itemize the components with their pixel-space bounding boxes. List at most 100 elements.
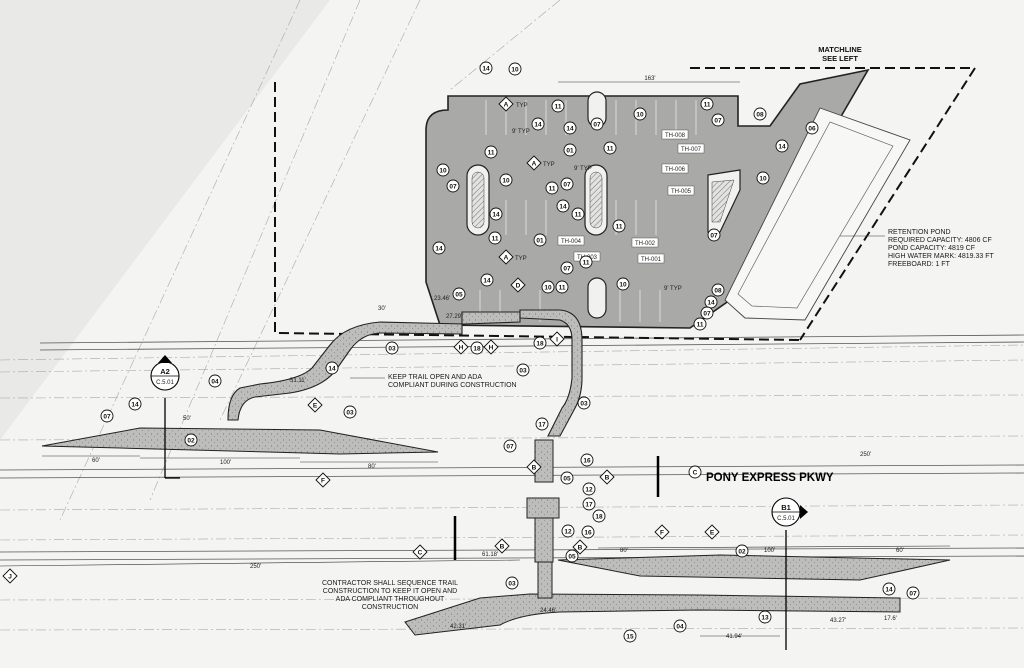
detail-callout[interactable]: B (494, 538, 510, 554)
keynote-callout[interactable]: 07 (700, 306, 714, 320)
keynote-callout[interactable]: 11 (579, 255, 593, 269)
detail-callout[interactable]: F (315, 472, 331, 488)
keynote-callout[interactable]: 07 (906, 586, 920, 600)
keynote-callout[interactable]: 05 (452, 287, 466, 301)
keynote-callout[interactable]: 05 (565, 549, 579, 563)
keynote-callout[interactable]: 06 (805, 121, 819, 135)
keynote-callout[interactable]: 10 (633, 107, 647, 121)
keynote-callout[interactable]: 16 (580, 453, 594, 467)
svg-text:11: 11 (488, 150, 495, 157)
detail-callout[interactable]: B (572, 539, 588, 555)
keynote-callout[interactable]: 14 (531, 117, 545, 131)
keynote-callout[interactable]: 17 (535, 417, 549, 431)
keynote-callout[interactable]: 03 (505, 576, 519, 590)
detail-callout[interactable]: D (510, 277, 526, 293)
keynote-callout[interactable]: 11 (488, 231, 502, 245)
keynote-callout[interactable]: 05 (560, 471, 574, 485)
detail-callout[interactable]: H (453, 339, 469, 355)
keynote-callout[interactable]: 11 (571, 207, 585, 221)
keynote-callout[interactable]: 13 (758, 610, 772, 624)
keynote-callout[interactable]: 01 (533, 233, 547, 247)
keynote-callout[interactable]: 10 (756, 171, 770, 185)
keynote-callout[interactable]: 03 (385, 341, 399, 355)
svg-text:18: 18 (473, 346, 481, 353)
keynote-callout[interactable]: 08 (711, 283, 725, 297)
keynote-callout[interactable]: 14 (882, 582, 896, 596)
keynote-callout[interactable]: 10 (616, 277, 630, 291)
keynote-callout[interactable]: 14 (775, 139, 789, 153)
keynote-callout[interactable]: 11 (700, 97, 714, 111)
keynote-callout[interactable]: 16 (581, 525, 595, 539)
keynote-callout[interactable]: 14 (479, 61, 493, 75)
keynote-callout[interactable]: 14 (480, 273, 494, 287)
keynote-callout[interactable]: 02 (184, 433, 198, 447)
keynote-callout[interactable]: 07 (100, 409, 114, 423)
pond-required: REQUIRED CAPACITY: 4806 CF (888, 237, 992, 244)
keynote-callout[interactable]: 18 (470, 341, 484, 355)
keynote-callout[interactable]: 01 (563, 143, 577, 157)
detail-callout[interactable]: C (412, 544, 428, 560)
keynote-callout[interactable]: 15 (623, 629, 637, 643)
keynote-callout[interactable]: 10 (499, 173, 513, 187)
dim-61: 61.18' (482, 552, 498, 558)
detail-callout[interactable]: E (704, 524, 720, 540)
keynote-callout[interactable]: 14 (325, 361, 339, 375)
keynote-callout[interactable]: 07 (590, 117, 604, 131)
keynote-callout[interactable]: 14 (563, 121, 577, 135)
keynote-callout[interactable]: 14 (704, 295, 718, 309)
detail-callout[interactable]: I (549, 331, 565, 347)
detail-callout[interactable]: C (688, 465, 702, 479)
detail-callout[interactable]: B (526, 459, 542, 475)
keynote-callout[interactable]: 02 (735, 544, 749, 558)
pond-hwm: HIGH WATER MARK: 4819.33 FT (888, 253, 995, 260)
detail-callout[interactable]: F (654, 524, 670, 540)
svg-text:06: 06 (808, 126, 816, 133)
detail-callout[interactable]: E (307, 397, 323, 413)
keynote-callout[interactable]: 10 (436, 163, 450, 177)
keynote-callout[interactable]: 07 (560, 261, 574, 275)
keynote-callout[interactable]: 04 (673, 619, 687, 633)
detail-callout[interactable]: B (599, 469, 615, 485)
dim-41: 41.94' (726, 634, 742, 640)
svg-text:12: 12 (585, 487, 593, 494)
keynote-callout[interactable]: 12 (561, 524, 575, 538)
keynote-callout[interactable]: 11 (551, 99, 565, 113)
keynote-callout[interactable]: 18 (592, 509, 606, 523)
keynote-callout[interactable]: 14 (489, 207, 503, 221)
keynote-callout[interactable]: 11 (693, 317, 707, 331)
keynote-callout[interactable]: 11 (603, 141, 617, 155)
keynote-callout[interactable]: 18 (533, 336, 547, 350)
keynote-callout[interactable]: 07 (446, 179, 460, 193)
keynote-callout[interactable]: 07 (707, 228, 721, 242)
keynote-callout[interactable]: 07 (503, 439, 517, 453)
keynote-callout[interactable]: 04 (208, 374, 222, 388)
keynote-callout[interactable]: 14 (556, 199, 570, 213)
keynote-callout[interactable]: 10 (508, 62, 522, 76)
keynote-callout[interactable]: 11 (545, 181, 559, 195)
keynote-callout[interactable]: 14 (432, 241, 446, 255)
detail-callout[interactable]: H (483, 339, 499, 355)
keynote-callout[interactable]: 17 (582, 497, 596, 511)
keynote-callout[interactable]: 08 (753, 107, 767, 121)
svg-text:11: 11 (575, 212, 582, 219)
keynote-callout[interactable]: 03 (343, 405, 357, 419)
section-marker-a2[interactable]: A2 C.5.01 (150, 355, 180, 479)
keynote-callout[interactable]: 10 (541, 280, 555, 294)
keynote-callout[interactable]: 07 (711, 113, 725, 127)
keynote-callout[interactable]: 03 (577, 396, 591, 410)
section-marker-b1[interactable]: B1 C.5.01 (771, 497, 808, 650)
detail-callout[interactable]: J (2, 568, 18, 584)
keynote-callout[interactable]: 11 (612, 219, 626, 233)
svg-text:J: J (8, 574, 12, 581)
keynote-callout[interactable]: 07 (560, 177, 574, 191)
keynote-callout[interactable]: 14 (128, 397, 142, 411)
svg-text:07: 07 (710, 233, 718, 240)
keynote-callout[interactable]: 11 (555, 280, 569, 294)
matchline-label: MATCHLINE (818, 45, 862, 54)
keynote-callout[interactable]: 11 (484, 145, 498, 159)
keynote-callout[interactable]: 12 (582, 482, 596, 496)
keynote-callout[interactable]: 03 (516, 363, 530, 377)
